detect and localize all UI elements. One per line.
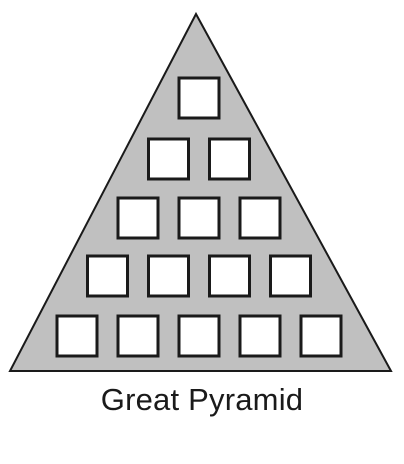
pyramid-block — [55, 314, 99, 358]
pyramid-block — [116, 196, 160, 240]
pyramid-block — [177, 196, 221, 240]
diagram-caption: Great Pyramid — [100, 382, 304, 417]
pyramid-block — [147, 137, 190, 181]
pyramid-block — [238, 196, 282, 240]
pyramid-block — [269, 254, 312, 298]
pyramid-block — [177, 76, 221, 120]
pyramid-block — [147, 254, 190, 298]
pyramid-block — [238, 314, 282, 358]
pyramid-block — [208, 254, 251, 298]
pyramid-block — [116, 314, 160, 358]
pyramid-block — [177, 314, 221, 358]
pyramid-block — [208, 137, 251, 181]
pyramid-blocks — [55, 76, 343, 358]
pyramid-block — [299, 314, 343, 358]
pyramid-block — [86, 254, 129, 298]
